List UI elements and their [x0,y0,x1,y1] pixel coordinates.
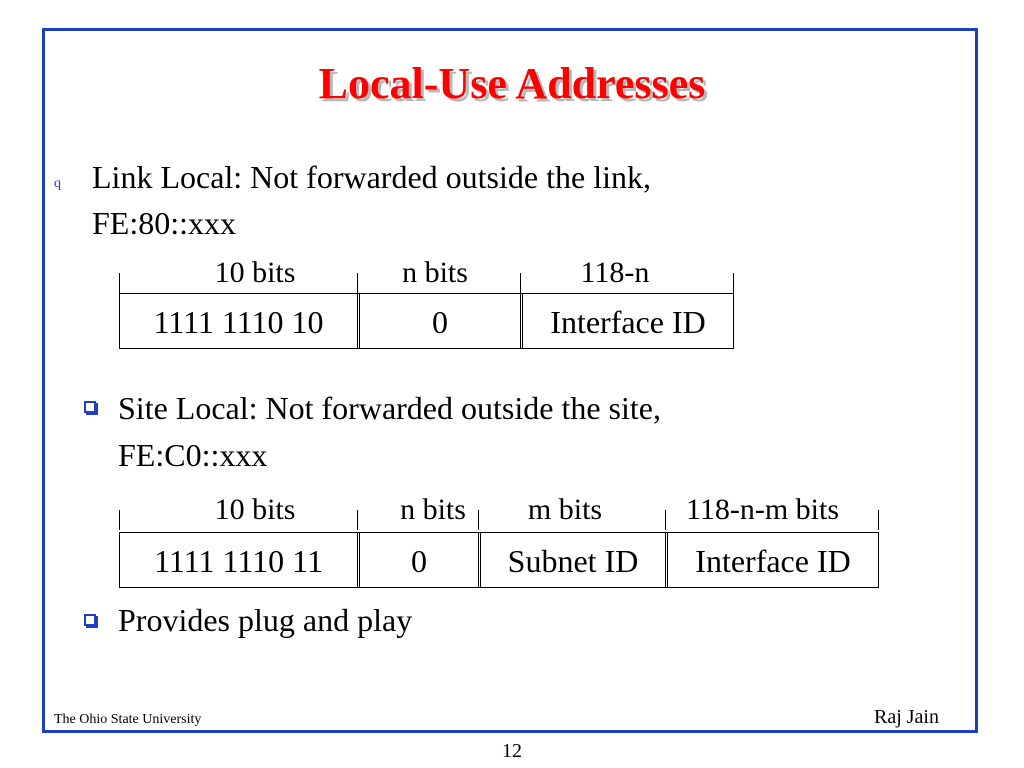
field-interface-id: Interface ID [520,294,734,348]
footer-author: Raj Jain [874,706,939,728]
link-local-field-row: 1111 1110 10 0 Interface ID [119,293,734,349]
field-tick [357,273,358,293]
field-tick [119,510,120,530]
bits-label: 10 bits [214,256,296,289]
field-tick [520,273,521,293]
field-tick [665,510,666,530]
site-local-field-row: 1111 1110 11 0 Subnet ID Interface ID [119,532,879,588]
link-local-text: Link Local: Not forwarded outside the li… [92,159,651,195]
field-subnet-id: Subnet ID [478,533,665,587]
bits-label: n bits [402,256,468,289]
field-tick [119,273,120,293]
plug-play-text: Provides plug and play [118,602,413,638]
slide-frame [42,28,978,733]
field-zero: 0 [357,533,478,587]
bits-label: m bits [527,493,603,526]
site-local-prefix: FE:C0::xxx [118,437,268,473]
field-prefix: 1111 1110 11 [119,533,357,587]
bits-label: 118-n [580,256,650,289]
footer-university: The Ohio State University [54,712,202,727]
field-tick [478,510,479,530]
page-number: 12 [502,740,522,762]
site-local-text: Site Local: Not forwarded outside the si… [118,390,661,426]
field-interface-id: Interface ID [665,533,879,587]
slide-title: Local-Use Addresses [318,59,706,108]
field-prefix: 1111 1110 10 [119,294,357,348]
bits-label: n bits [400,493,466,526]
bits-label: 10 bits [214,493,296,526]
bullet-marker: q [54,176,61,191]
field-zero: 0 [357,294,520,348]
link-local-prefix: FE:80::xxx [92,205,237,241]
square-bullet-icon [84,614,96,626]
square-bullet-icon [84,401,96,413]
field-tick [878,510,879,530]
field-tick [357,510,358,530]
field-tick [733,273,734,293]
bits-label: 118-n-m bits [685,493,840,526]
